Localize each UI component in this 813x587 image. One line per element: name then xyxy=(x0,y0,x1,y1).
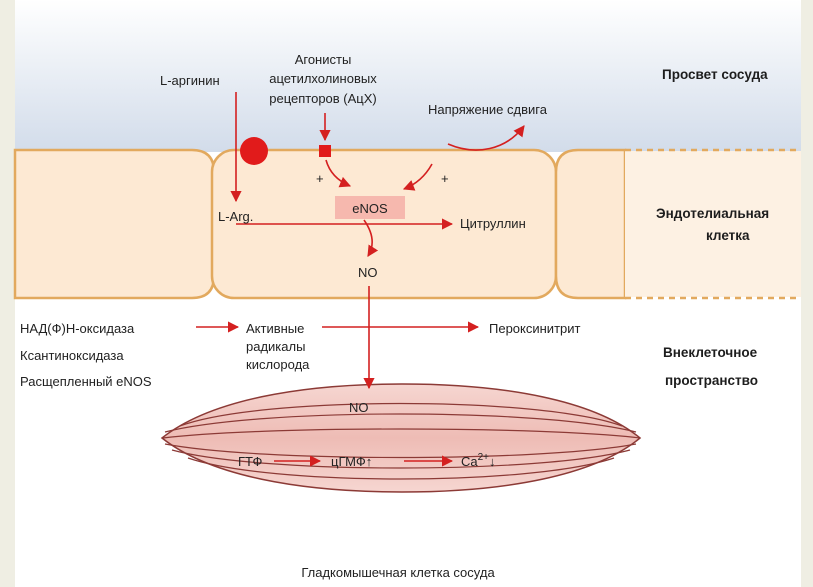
endothelial-cell-left xyxy=(15,150,214,298)
plus-sign-right: + xyxy=(441,171,449,186)
label-enos: eNOS xyxy=(352,201,388,216)
region-lumen: Просвет сосуда xyxy=(662,67,768,82)
label-shear-stress: Напряжение сдвига xyxy=(428,102,548,117)
endothelial-cell-right xyxy=(556,150,625,298)
label-cgmp: цГМФ↑ xyxy=(331,454,372,469)
label-agonists-1: Агонисты xyxy=(295,52,352,67)
receptor-circle-icon xyxy=(240,137,268,165)
region-extracellular-2: пространство xyxy=(665,373,758,388)
smooth-muscle-cell xyxy=(162,384,640,492)
label-ros-1: Активные xyxy=(246,321,304,336)
label-nadph-oxidase: НАД(Ф)Н-оксидаза xyxy=(20,321,135,336)
label-peroxynitrite: Пероксинитрит xyxy=(489,321,581,336)
label-agonists-3: рецепторов (АцХ) xyxy=(269,91,377,106)
label-ros-2: радикалы xyxy=(246,339,305,354)
endothelial-cell-right-fade xyxy=(625,151,801,297)
region-endothelial-2: клетка xyxy=(706,228,750,243)
label-ca-arrow: ↓ xyxy=(489,454,496,469)
muscle-cell-body xyxy=(162,384,640,492)
label-ca-superscript: 2+ xyxy=(478,452,490,463)
region-extracellular-1: Внеклеточное xyxy=(663,345,758,360)
label-ros-3: кислорода xyxy=(246,357,310,372)
region-endothelial-1: Эндотелиальная xyxy=(656,206,769,221)
region-smooth-muscle: Гладкомышечная клетка сосуда xyxy=(301,565,495,580)
label-gtp: ГТФ xyxy=(238,454,263,469)
label-l-arg: L-Arg. xyxy=(218,209,253,224)
label-xanthine-oxidase: Ксантиноксидаза xyxy=(20,348,124,363)
label-no: NO xyxy=(358,265,378,280)
label-agonists-2: ацетилхолиновых xyxy=(269,71,377,86)
receptor-square-icon xyxy=(319,145,331,157)
plus-sign-left: + xyxy=(316,171,324,186)
label-no-muscle: NO xyxy=(349,400,369,415)
label-uncoupled-enos: Расщепленный eNOS xyxy=(20,374,152,389)
label-l-arginine: L-аргинин xyxy=(160,73,220,88)
label-citrulline: Цитруллин xyxy=(460,216,526,231)
label-ca-base: Ca xyxy=(461,454,478,469)
